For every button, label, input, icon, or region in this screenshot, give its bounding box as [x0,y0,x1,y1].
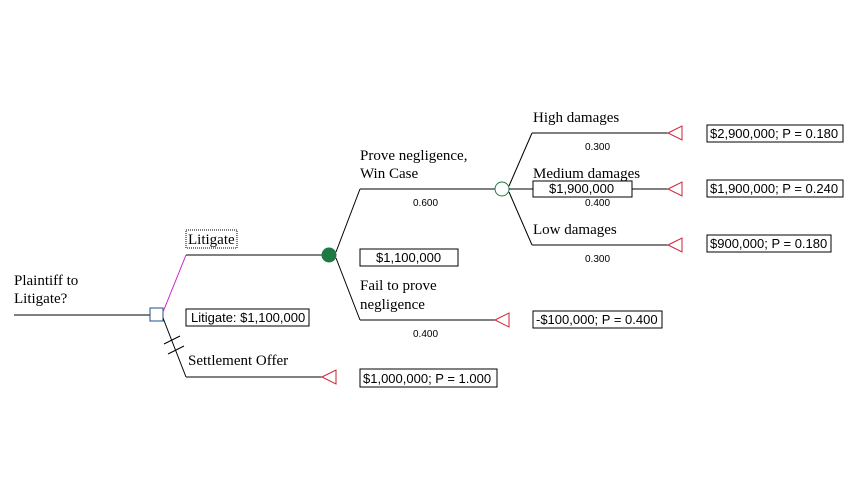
litigate-chance-value-box [359,248,459,267]
settlement-payoff-box [359,368,498,388]
medium-damages-payoff: $1,900,000; P = 0.240 [710,181,838,196]
low-damages-terminal[interactable] [666,237,683,253]
win-chance-value: $1,900,000 [549,181,614,196]
high-branch-diagonal[interactable] [508,132,533,187]
high-damages-probability: 0.300 [585,142,610,153]
win-chance-value-box [532,180,633,198]
win-label-line2: Win Case [360,166,418,182]
settlement-payoff: $1,000,000; P = 1.000 [363,371,491,386]
fail-branch-diagonal[interactable] [335,257,361,321]
medium-damages-payoff-box [706,179,844,198]
low-damages-payoff: $900,000; P = 0.180 [710,236,827,251]
litigate-label[interactable]: Litigate [188,232,235,248]
settlement-terminal[interactable] [320,369,337,385]
fail-label-line2: negligence [360,297,425,313]
root-label-line2: Litigate? [14,291,68,307]
litigate-label-focus [185,229,238,249]
high-damages-payoff-box [706,124,844,143]
fail-label-line1: Fail to prove [360,278,437,294]
decision-value: Litigate: $1,100,000 [191,310,305,325]
litigate-chance-node[interactable] [321,247,337,263]
high-damages-payoff: $2,900,000; P = 0.180 [710,126,838,141]
litigate-branch-diagonal[interactable] [162,254,187,313]
decision-value-box [185,308,310,327]
settlement-cut-mark-1 [163,335,181,345]
root-label-line1: Plaintiff to [14,273,78,289]
medium-damages-terminal[interactable] [666,181,683,197]
win-branch-diagonal[interactable] [335,188,361,253]
low-damages-label: Low damages [533,222,617,238]
fail-probability: 0.400 [413,329,438,340]
fail-payoff-box [532,310,663,329]
settlement-branch-diagonal[interactable] [162,317,187,378]
fail-terminal[interactable] [493,312,510,328]
decision-node[interactable] [149,307,164,322]
win-label-line1: Prove negligence, [360,148,467,164]
win-probability: 0.600 [413,198,438,209]
settlement-cut-mark-2 [167,345,185,355]
low-branch-diagonal[interactable] [508,191,533,246]
low-damages-probability: 0.300 [585,254,610,265]
medium-damages-probability: 0.400 [585,198,610,209]
medium-damages-label: Medium damages [533,166,640,182]
win-chance-node[interactable] [494,181,510,197]
low-damages-payoff-box [706,234,832,253]
high-damages-label: High damages [533,110,619,126]
high-damages-terminal[interactable] [666,125,683,141]
litigate-chance-value: $1,100,000 [376,250,441,265]
fail-payoff: -$100,000; P = 0.400 [536,312,658,327]
settlement-label: Settlement Offer [188,353,288,369]
